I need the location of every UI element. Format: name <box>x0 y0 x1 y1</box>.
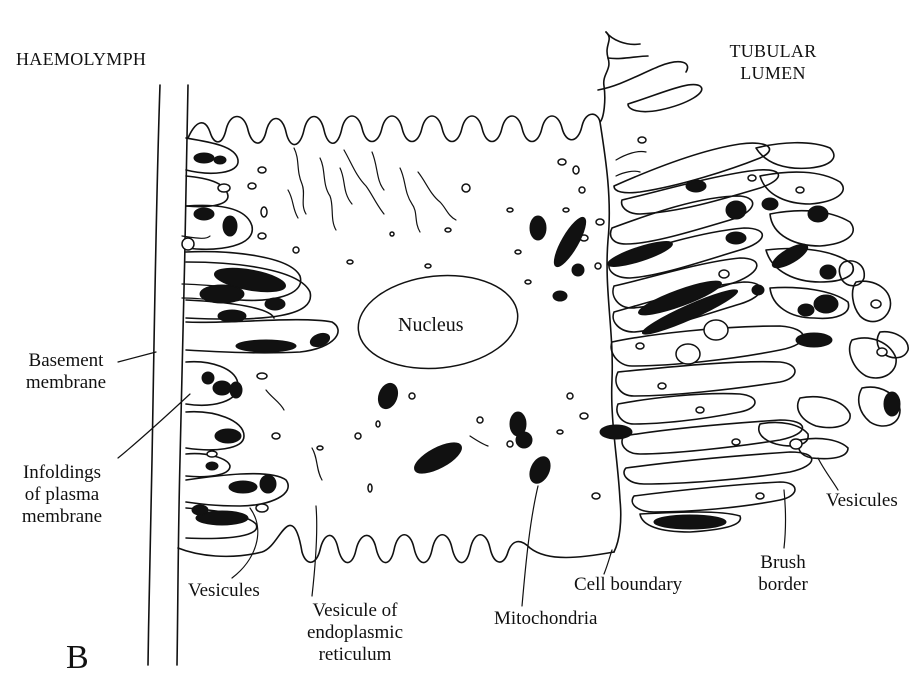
label-vesicules-left: Vesicules <box>188 580 260 602</box>
label-basement-membrane-line1: Basement <box>14 350 118 372</box>
cell-right-boundary <box>600 32 621 552</box>
label-haemolymph: HAEMOLYMPH <box>16 48 146 70</box>
label-tubular-lumen: TUBULAR LUMEN <box>718 40 828 84</box>
label-infoldings: Infoldings of plasma membrane <box>10 462 114 528</box>
label-brush-border-line2: border <box>748 574 818 596</box>
label-cell-boundary: Cell boundary <box>574 574 682 596</box>
label-basement-membrane: Basement membrane <box>14 350 118 394</box>
panel-letter: B <box>66 640 89 676</box>
label-mitochondria: Mitochondria <box>494 608 597 630</box>
label-vesicule-er: Vesicule of endoplasmic reticulum <box>300 600 410 666</box>
label-basement-membrane-line2: membrane <box>14 372 118 394</box>
label-vesicules-right: Vesicules <box>826 490 898 512</box>
label-vesicule-er-line1: Vesicule of <box>300 600 410 622</box>
label-infoldings-line3: membrane <box>10 506 114 528</box>
label-brush-border-line1: Brush <box>748 552 818 574</box>
label-infoldings-line1: Infoldings <box>10 462 114 484</box>
label-infoldings-line2: of plasma <box>10 484 114 506</box>
basement-membrane-inner <box>177 85 188 665</box>
label-vesicule-er-line2: endoplasmic <box>300 622 410 644</box>
label-vesicule-er-line3: reticulum <box>300 644 410 666</box>
basement-membrane-outer <box>148 85 160 665</box>
label-brush-border: Brush border <box>748 552 818 596</box>
label-nucleus: Nucleus <box>398 314 464 336</box>
label-tubular-lumen-line1: TUBULAR <box>718 40 828 62</box>
cell-bottom-edge <box>178 525 614 562</box>
label-tubular-lumen-line2: LUMEN <box>718 62 828 84</box>
brush-border <box>598 32 908 532</box>
cell-top-edge <box>188 114 600 144</box>
